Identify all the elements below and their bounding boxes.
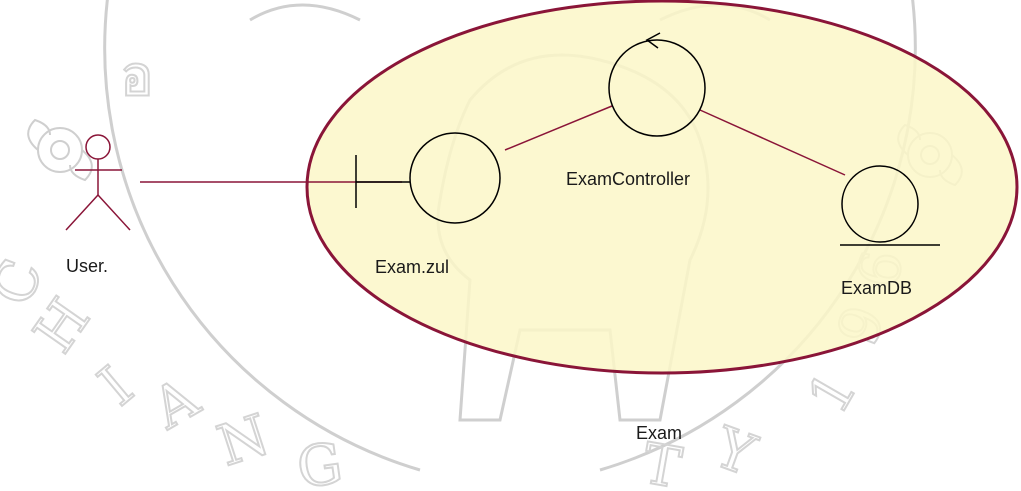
entity-label: ExamDB: [841, 279, 912, 297]
wm-letter: N: [210, 403, 277, 480]
subsystem-label: Exam: [636, 424, 682, 442]
wm-letter: อ: [120, 44, 154, 109]
control-label: ExamController: [566, 170, 690, 188]
wm-letter: A: [141, 365, 210, 442]
wm-letter: G: [293, 431, 346, 491]
boundary-label: Exam.zul: [375, 258, 449, 276]
wm-letter: 1: [796, 361, 870, 424]
actor-label: User.: [66, 257, 108, 275]
wm-letter: I: [87, 355, 146, 419]
flower-ornament-left: [28, 120, 92, 180]
wm-letter: Y: [705, 415, 764, 489]
actor-icon[interactable]: [66, 135, 130, 230]
